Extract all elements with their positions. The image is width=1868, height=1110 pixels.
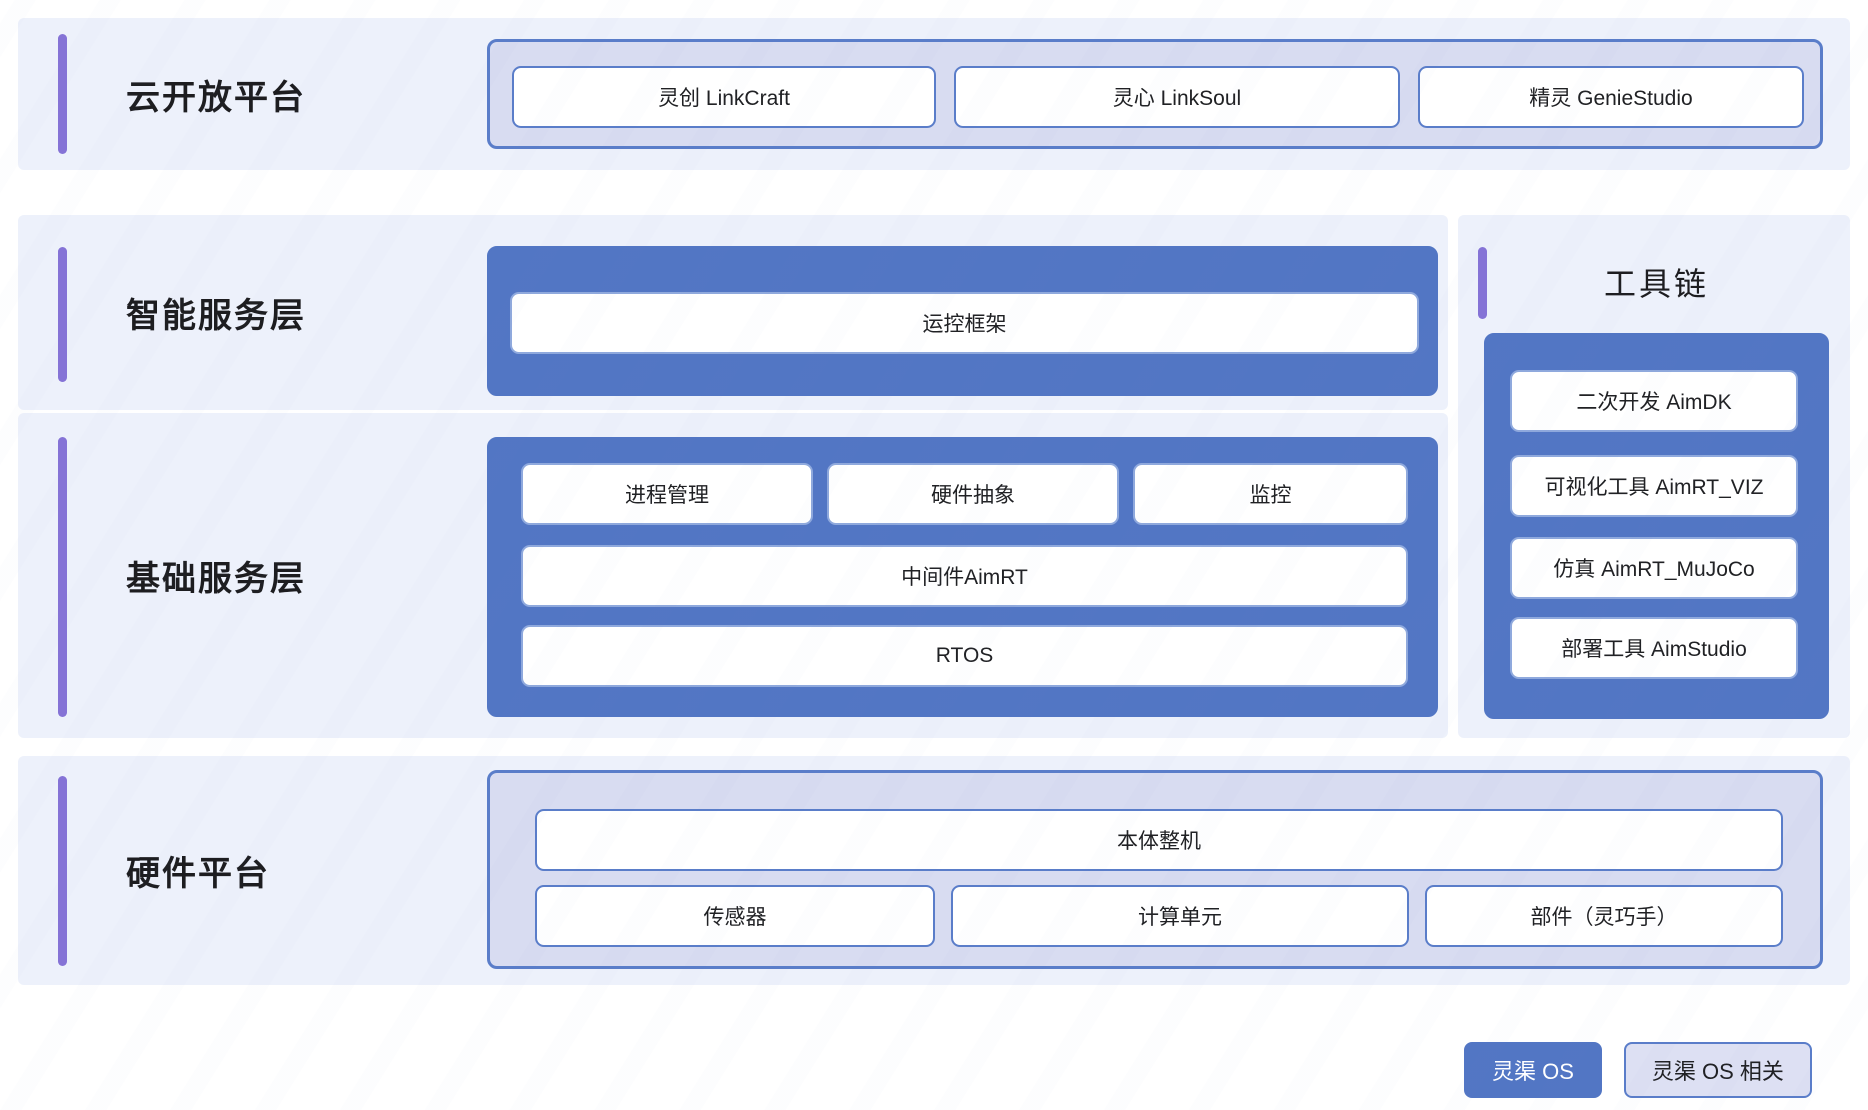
row-accent-bar <box>58 776 67 966</box>
legend-item-lingqu-os[interactable]: 灵渠 OS <box>1464 1042 1602 1098</box>
row-hardware-platform: 硬件平台 本体整机 传感器 计算单元 部件（灵巧手） <box>18 756 1850 985</box>
panel-cloud-open-platform: 灵创 LinkCraft 灵心 LinkSoul 精灵 GenieStudio <box>487 39 1823 149</box>
toolchain-title: 工具链 <box>1604 266 1710 302</box>
chip-compute-unit[interactable]: 计算单元 <box>951 885 1409 947</box>
panel-hardware-platform: 本体整机 传感器 计算单元 部件（灵巧手） <box>487 770 1823 969</box>
panel-toolchain: 二次开发 AimDK 可视化工具 AimRT_VIZ 仿真 AimRT_MuJo… <box>1484 333 1829 719</box>
row-cloud-open-platform: 云开放平台 灵创 LinkCraft 灵心 LinkSoul 精灵 GenieS… <box>18 18 1850 170</box>
chip-linksoul[interactable]: 灵心 LinkSoul <box>954 66 1400 128</box>
panel-toolchain-shell: 工具链 二次开发 AimDK 可视化工具 AimRT_VIZ 仿真 AimRT_… <box>1458 215 1850 738</box>
chip-aimrt-mujoco[interactable]: 仿真 AimRT_MuJoCo <box>1510 537 1798 599</box>
row-label-cloud-open-platform: 云开放平台 <box>126 78 306 117</box>
row-accent-bar <box>58 34 67 154</box>
chip-geniestudio[interactable]: 精灵 GenieStudio <box>1418 66 1804 128</box>
chip-process-management[interactable]: 进程管理 <box>521 463 813 525</box>
row-accent-bar <box>58 437 67 717</box>
chip-dexterous-hand[interactable]: 部件（灵巧手） <box>1425 885 1783 947</box>
chip-monitoring[interactable]: 监控 <box>1133 463 1408 525</box>
chip-hardware-abstraction[interactable]: 硬件抽象 <box>827 463 1119 525</box>
chip-aimdk[interactable]: 二次开发 AimDK <box>1510 370 1798 432</box>
row-intelligent-service-layer: 智能服务层 运控框架 <box>18 215 1448 410</box>
chip-sensor[interactable]: 传感器 <box>535 885 935 947</box>
row-basic-service-layer: 基础服务层 进程管理 硬件抽象 监控 中间件AimRT RTOS <box>18 413 1448 738</box>
legend-item-lingqu-os-related[interactable]: 灵渠 OS 相关 <box>1623 1042 1812 1098</box>
chip-main-body[interactable]: 本体整机 <box>535 809 1783 871</box>
panel-basic-service-layer: 进程管理 硬件抽象 监控 中间件AimRT RTOS <box>487 437 1438 717</box>
chip-aimrt-viz[interactable]: 可视化工具 AimRT_VIZ <box>1510 455 1798 517</box>
toolchain-accent-bar <box>1478 247 1487 319</box>
chip-linkcraft[interactable]: 灵创 LinkCraft <box>512 66 936 128</box>
row-label-basic-service-layer: 基础服务层 <box>126 560 306 598</box>
row-label-intelligent-service-layer: 智能服务层 <box>126 297 306 335</box>
legend: 灵渠 OS 灵渠 OS 相关 <box>1464 1042 1812 1098</box>
panel-intelligent-service-layer: 运控框架 <box>487 246 1438 396</box>
chip-rtos[interactable]: RTOS <box>521 625 1408 687</box>
chip-aimstudio[interactable]: 部署工具 AimStudio <box>1510 617 1798 679</box>
row-label-hardware-platform: 硬件平台 <box>126 855 270 893</box>
row-accent-bar <box>58 247 67 382</box>
chip-motion-control-framework[interactable]: 运控框架 <box>510 292 1419 354</box>
chip-middleware-aimrt[interactable]: 中间件AimRT <box>521 545 1408 607</box>
